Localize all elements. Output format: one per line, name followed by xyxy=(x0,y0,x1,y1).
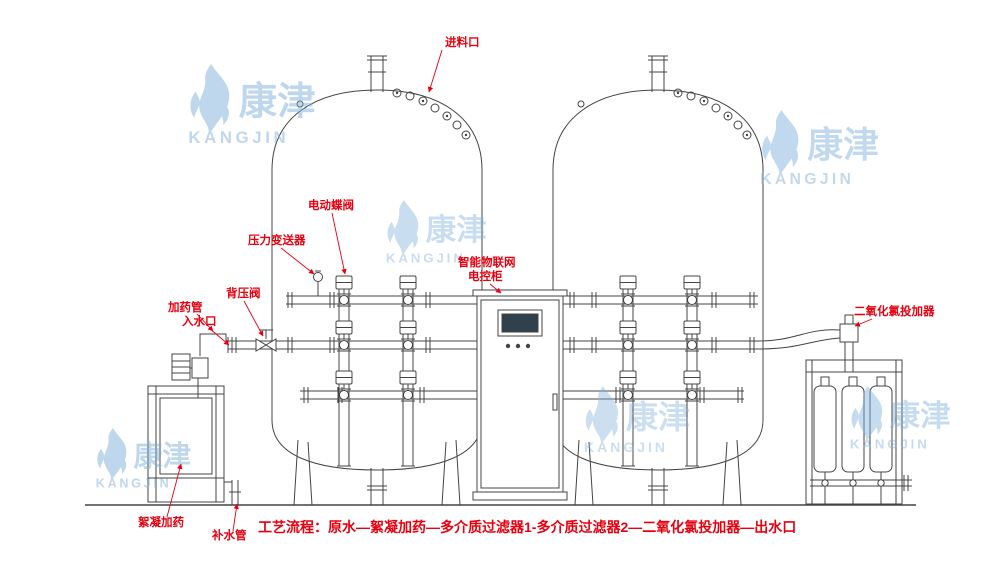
clo2-tank xyxy=(841,385,865,473)
cabinet-button xyxy=(505,343,511,349)
label-water-inlet: 入水口 xyxy=(182,314,217,328)
process-flow-text: 工艺流程：原水—絮凝加药—多介质过滤器1-多介质过滤器2—二氧化氯投加器—出水口 xyxy=(258,519,796,535)
label-dosing-pipe: 加药管 xyxy=(167,300,203,314)
clo2-tank xyxy=(813,385,837,473)
label-flocculation-dosing: 絮凝加药 xyxy=(138,515,184,529)
watermark xyxy=(95,428,192,491)
butterfly-valve xyxy=(335,275,353,307)
watermark xyxy=(188,64,316,148)
callouts: 进料口 电动蝶阀 压力变送器 智能物联网 电控柜 背压阀 加药管 入水口 二氧化… xyxy=(138,35,935,542)
label-electric-butterfly-valve: 电动蝶阀 xyxy=(308,198,354,212)
cabinet-button xyxy=(525,343,531,349)
label-back-pressure-valve: 背压阀 xyxy=(226,286,261,300)
butterfly-valve xyxy=(399,370,417,402)
butterfly-valve xyxy=(619,320,637,352)
label-iot-cabinet-line2: 电控柜 xyxy=(468,269,503,283)
dosing-pipe xyxy=(199,333,227,356)
butterfly-valve xyxy=(619,275,637,307)
butterfly-valve xyxy=(619,370,637,402)
butterfly-valve xyxy=(399,275,417,307)
dosing-pump-head xyxy=(191,357,209,379)
butterfly-valve xyxy=(399,320,417,352)
label-iot-cabinet-line1: 智能物联网 xyxy=(458,255,516,269)
clo2-feed-pipe xyxy=(757,314,859,372)
flocculation-dosing-unit xyxy=(147,353,241,505)
water-supply-pipe xyxy=(224,480,241,505)
butterfly-valve xyxy=(335,320,353,352)
cabinet-door-handle xyxy=(552,393,558,411)
label-water-supply-pipe: 补水管 xyxy=(211,528,247,542)
multimedia-filter-tank-2 xyxy=(552,55,764,506)
back-pressure-valve xyxy=(255,329,277,352)
watermark xyxy=(584,386,691,455)
butterfly-valve xyxy=(683,320,701,352)
label-feed-inlet: 进料口 xyxy=(445,35,480,49)
butterfly-valve xyxy=(683,275,701,307)
control-cabinet xyxy=(472,289,568,501)
process-diagram xyxy=(85,55,916,506)
butterfly-valve xyxy=(683,370,701,402)
clo2-injector-pump xyxy=(839,323,859,343)
label-chlorine-dioxide-doser: 二氧化氯投加器 xyxy=(854,304,935,318)
label-pressure-transmitter: 压力变送器 xyxy=(248,233,306,247)
watermark xyxy=(760,110,879,188)
cabinet-button xyxy=(515,343,521,349)
watermark xyxy=(385,200,487,266)
pressure-transmitter xyxy=(313,270,323,296)
watermark xyxy=(849,386,951,452)
